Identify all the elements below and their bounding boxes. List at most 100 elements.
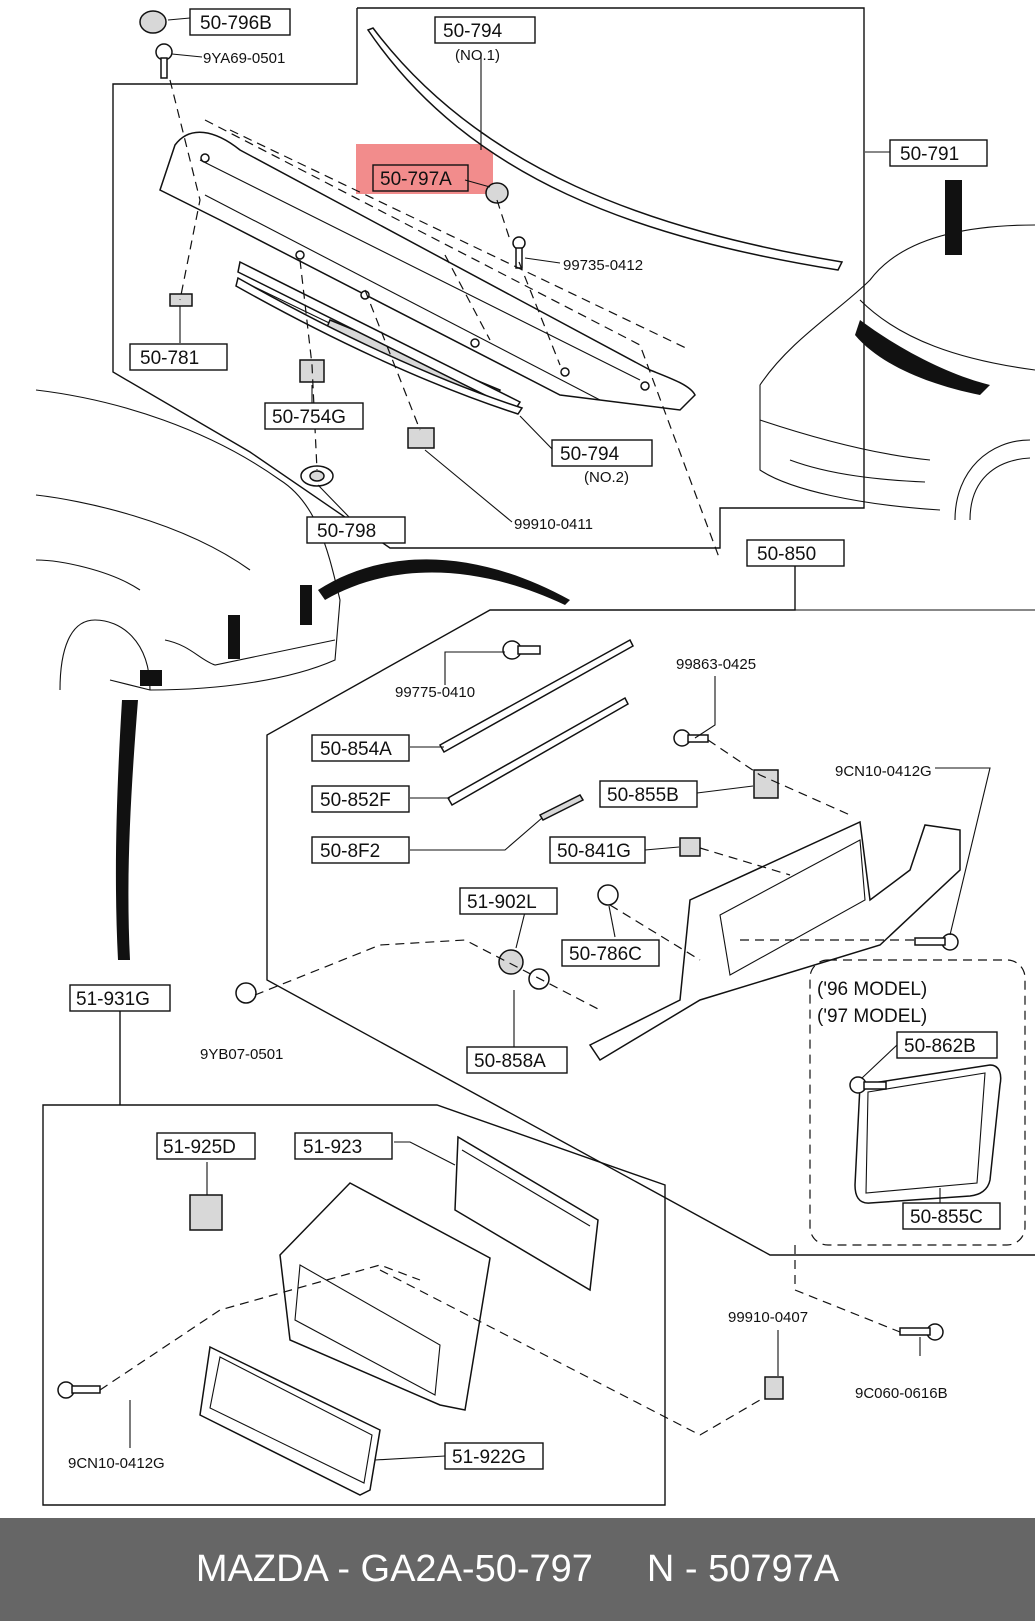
svg-text:50-796B: 50-796B [200, 13, 272, 34]
label-9YA69-0501: 9YA69-0501 [203, 50, 285, 67]
label-50-786C: 50-786C [561, 939, 660, 967]
label-50-855C: 50-855C [902, 1202, 1001, 1230]
svg-text:50-786C: 50-786C [569, 944, 642, 965]
footer-part-right: N - 50797A [646, 1548, 840, 1590]
cowl-grille [159, 131, 696, 411]
strip-50-8F2 [538, 794, 585, 821]
screw-50-862B [849, 1076, 887, 1094]
svg-text:51-922G: 51-922G [452, 1447, 526, 1468]
plate-group-frame [42, 997, 666, 1506]
svg-text:50-841G: 50-841G [557, 841, 631, 862]
svg-text:51-925D: 51-925D [163, 1137, 236, 1158]
clip-50-841G [679, 837, 701, 857]
svg-text:50-798: 50-798 [317, 521, 376, 542]
label-51-922G: 51-922G [444, 1442, 544, 1470]
grommet-50-786C [597, 884, 619, 906]
label-99910-0411: 99910-0411 [514, 516, 593, 533]
seal-50-855C [854, 1064, 1002, 1204]
svg-text:(NO.1): (NO.1) [455, 47, 500, 64]
svg-text:50-794: 50-794 [443, 21, 503, 42]
label-50-791: 50-791 [889, 139, 988, 167]
label-99775-0410: 99775-0410 [395, 684, 475, 701]
label-model-96: ('96 MODEL) [817, 979, 927, 1000]
svg-text:50-8F2: 50-8F2 [320, 841, 380, 862]
label-50-852F: 50-852F [311, 785, 410, 813]
footer-part-left: MAZDA - GA2A-50-797 [195, 1548, 593, 1590]
label-51-931G: 51-931G [69, 984, 171, 1012]
screw-99735-0412 [512, 236, 526, 269]
svg-text:50-855C: 50-855C [910, 1207, 983, 1228]
label-50-854A: 50-854A [311, 734, 410, 762]
seal-51-922G [199, 1345, 381, 1496]
screw-99863-0425 [673, 729, 709, 747]
label-51-923: 51-923 [294, 1132, 393, 1160]
label-9C060-0616B: 9C060-0616B [855, 1385, 948, 1402]
label-50-8F2: 50-8F2 [311, 836, 410, 864]
plate-51-923 [454, 1135, 599, 1292]
molding-50-854A [438, 638, 634, 754]
svg-text:50-791: 50-791 [900, 144, 959, 165]
screw-9CN10-0412G-right [914, 933, 959, 951]
label-51-902L: 51-902L [459, 887, 558, 915]
car-front [759, 180, 1035, 521]
svg-text:50-858A: 50-858A [474, 1051, 546, 1072]
label-50-850: 50-850 [746, 539, 845, 567]
label-50-798: 50-798 [306, 516, 406, 544]
label-50-841G: 50-841G [549, 836, 646, 864]
label-50-797A: 50-797A [372, 164, 469, 192]
svg-text:50-781: 50-781 [140, 348, 199, 369]
label-50-862B: 50-862B [896, 1031, 998, 1059]
label-50-794-no2: 50-794 (NO.2) [551, 439, 653, 486]
label-51-925D: 51-925D [156, 1132, 256, 1160]
garnish-panel [588, 820, 961, 1062]
clip-99910-0407 [764, 1376, 784, 1400]
label-9CN10-0412G-right: 9CN10-0412G [835, 763, 932, 780]
clip-50-781 [169, 293, 193, 307]
svg-text:50-852F: 50-852F [320, 790, 391, 811]
label-50-855B: 50-855B [599, 780, 698, 808]
screw-9YA69-0501 [155, 43, 173, 79]
nut-9YB07-0501 [235, 982, 257, 1004]
svg-text:50-754G: 50-754G [272, 407, 346, 428]
label-9YB07-0501: 9YB07-0501 [200, 1046, 283, 1063]
cap-50-796B [139, 10, 167, 34]
label-50-794-no1: 50-794 (NO.1) [434, 16, 536, 64]
label-model-97: ('97 MODEL) [817, 1006, 927, 1027]
screw-9C060-0616B [899, 1323, 944, 1341]
label-99863-0425: 99863-0425 [676, 656, 756, 673]
molding-50-852F [446, 696, 629, 807]
screw-9CN10-0412G-left [57, 1381, 101, 1399]
svg-text:50-854A: 50-854A [320, 739, 392, 760]
nut-51-902L [498, 949, 524, 975]
svg-text:51-923: 51-923 [303, 1137, 362, 1158]
clip-51-925D [189, 1194, 223, 1231]
svg-text:50-862B: 50-862B [904, 1036, 976, 1057]
top-group-frame [112, 7, 865, 549]
weatherstrip-no1 [366, 27, 844, 271]
grommet-50-798 [300, 465, 334, 487]
lamp-housing [279, 1182, 491, 1411]
part-number-footer: MAZDA - GA2A-50-797 N - 50797A [0, 1518, 1035, 1621]
svg-text:50-855B: 50-855B [607, 785, 679, 806]
clip-99910-0411 [407, 427, 435, 449]
label-50-858A: 50-858A [466, 1046, 568, 1074]
label-50-754G: 50-754G [264, 402, 364, 430]
label-99910-0407: 99910-0407 [728, 1309, 808, 1326]
svg-text:50-794: 50-794 [560, 444, 620, 465]
label-50-781: 50-781 [129, 343, 228, 371]
label-99735-0412: 99735-0412 [563, 257, 643, 274]
svg-text:51-902L: 51-902L [467, 892, 537, 913]
svg-text:(NO.2): (NO.2) [584, 469, 629, 486]
model-inset-box [809, 959, 1026, 1246]
screw-99775-0410 [502, 640, 541, 660]
svg-text:50-850: 50-850 [757, 544, 816, 565]
svg-text:50-797A: 50-797A [380, 169, 452, 190]
cap-50-797A [485, 182, 509, 204]
svg-text:51-931G: 51-931G [76, 989, 150, 1010]
highlight-box [356, 144, 493, 194]
label-9CN10-0412G-left: 9CN10-0412G [68, 1455, 165, 1472]
weatherstrip-no2 [235, 276, 524, 415]
label-50-796B: 50-796B [189, 8, 291, 36]
clip-50-855B [753, 769, 779, 799]
